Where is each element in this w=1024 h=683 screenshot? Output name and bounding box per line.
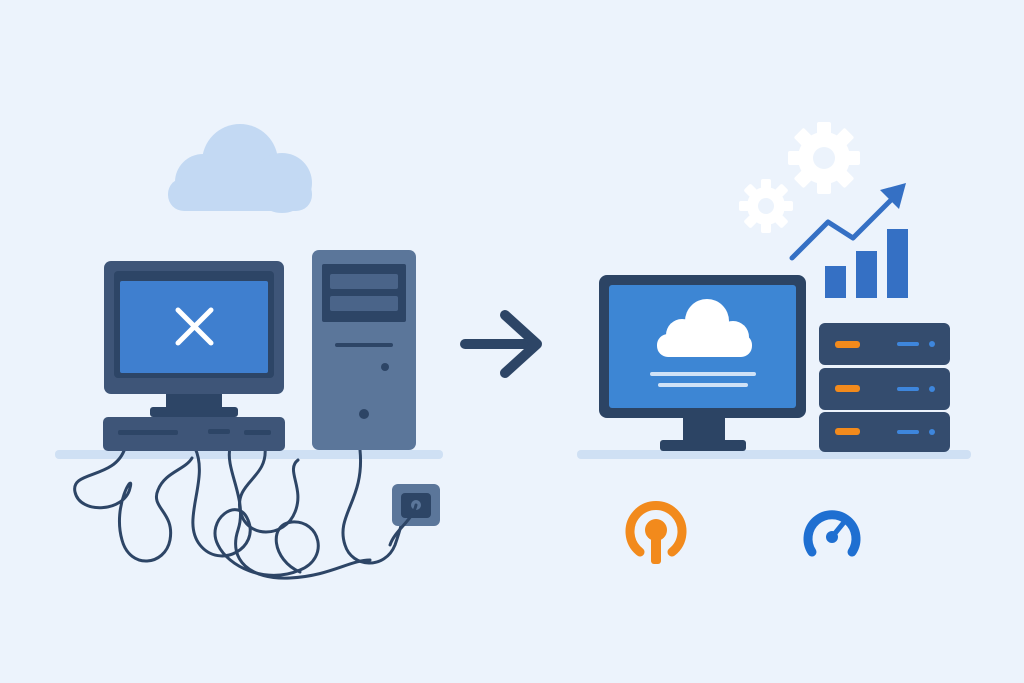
cloud-icon	[657, 299, 752, 357]
power-outlet-icon	[388, 484, 440, 547]
legacy-desk-shelf	[55, 450, 443, 459]
tangled-cables-icon	[73, 446, 407, 580]
server-rack-icon	[819, 323, 950, 452]
server-unit	[819, 412, 950, 452]
trend-up-icon	[789, 183, 906, 261]
modern-desk-shelf	[577, 450, 971, 459]
speed-gauge-icon	[803, 510, 861, 557]
gear-icon	[739, 179, 793, 233]
support-headset-icon	[625, 501, 687, 564]
server-unit	[819, 368, 950, 410]
monitor-cloud-icon	[599, 275, 806, 451]
modern-setup	[577, 122, 971, 564]
cloud-icon	[168, 124, 312, 213]
legacy-setup	[55, 124, 443, 580]
screen-text-line	[650, 372, 756, 376]
close-icon	[175, 307, 214, 346]
gear-icon	[788, 122, 860, 194]
server-unit	[819, 323, 950, 365]
monitor-error-icon	[104, 261, 284, 417]
bar-chart-icon	[825, 229, 908, 298]
keyboard-icon	[103, 417, 285, 451]
arrow-right-icon	[460, 310, 542, 378]
desktop-tower-icon	[312, 250, 416, 450]
screen-text-line	[658, 383, 748, 387]
